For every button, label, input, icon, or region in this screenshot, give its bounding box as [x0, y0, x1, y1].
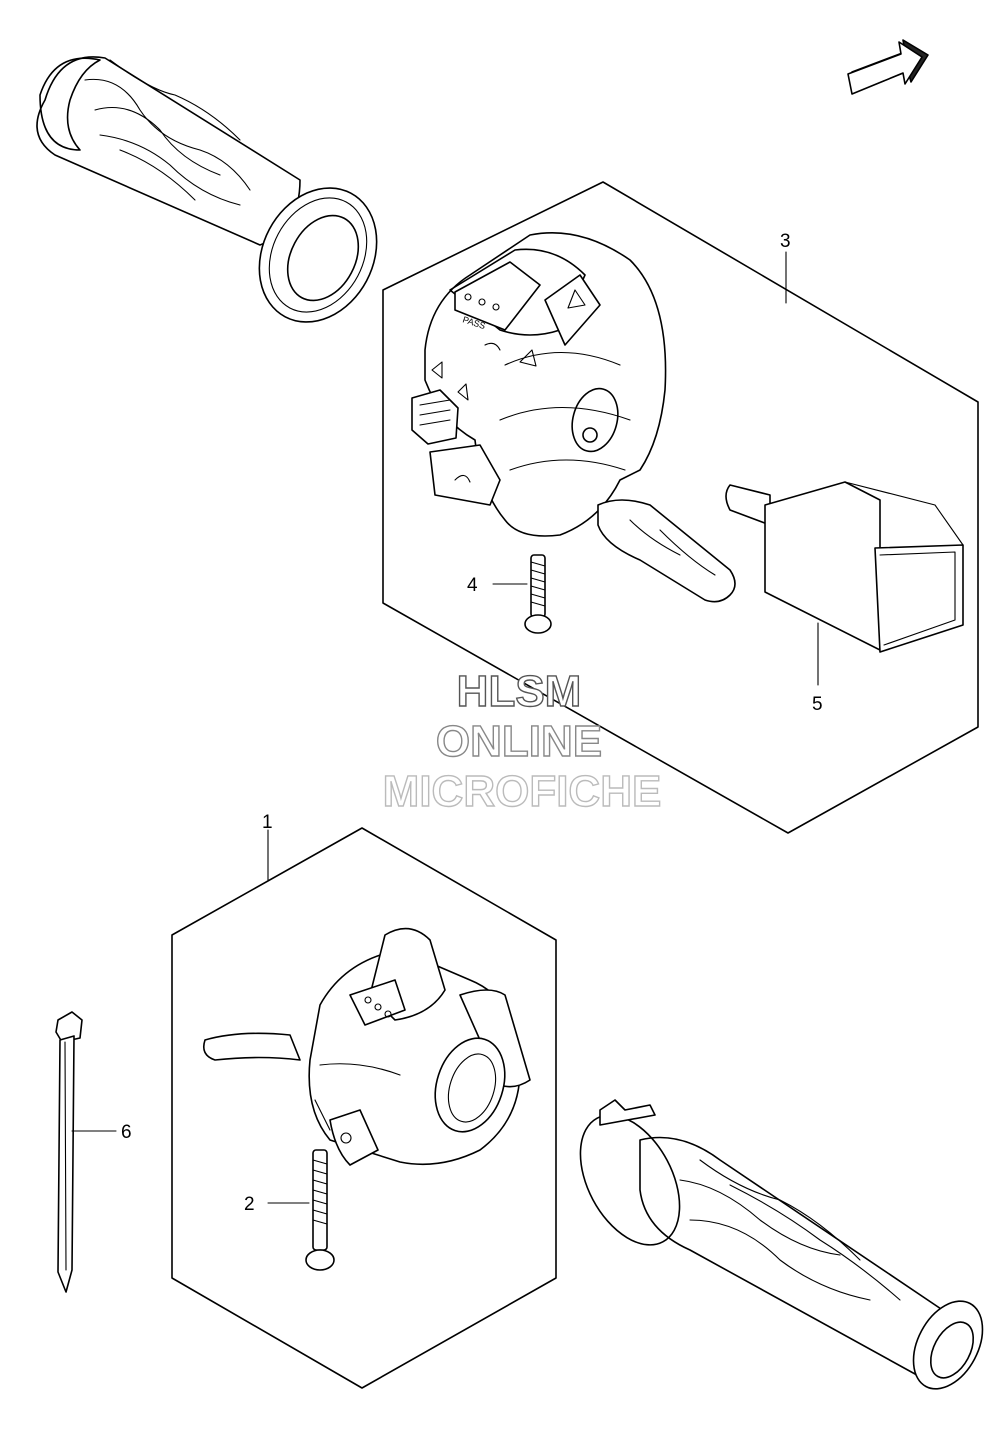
callout-1: 1 [262, 812, 273, 833]
watermark-line1: HLSM [457, 667, 582, 716]
watermark: HLSM ONLINE MICROFICHE [382, 666, 662, 816]
callout-5: 5 [812, 694, 823, 715]
callout-6: 6 [121, 1122, 132, 1143]
left-handlebar-switch [202, 927, 531, 1166]
cable-tie-6: 6 [55, 1011, 132, 1293]
right-handlebar-switch: PASS [411, 232, 736, 603]
fwd-label: FWD [851, 61, 896, 94]
screw-4: 4 [467, 554, 552, 634]
watermark-line3: MICROFICHE [383, 767, 662, 816]
left-grip [36, 56, 378, 323]
right-grip [579, 1099, 984, 1390]
watermark-line2: ONLINE [436, 717, 602, 766]
callout-4: 4 [467, 575, 478, 596]
callout-3: 3 [780, 231, 791, 252]
switch-boot-5: 5 [725, 481, 964, 715]
assembly-box-3 [382, 181, 979, 834]
callout-2: 2 [244, 1194, 255, 1215]
fwd-arrow-icon: FWD [847, 39, 929, 95]
assembly-box-1 [171, 827, 557, 1389]
screw-2: 2 [244, 1149, 335, 1271]
